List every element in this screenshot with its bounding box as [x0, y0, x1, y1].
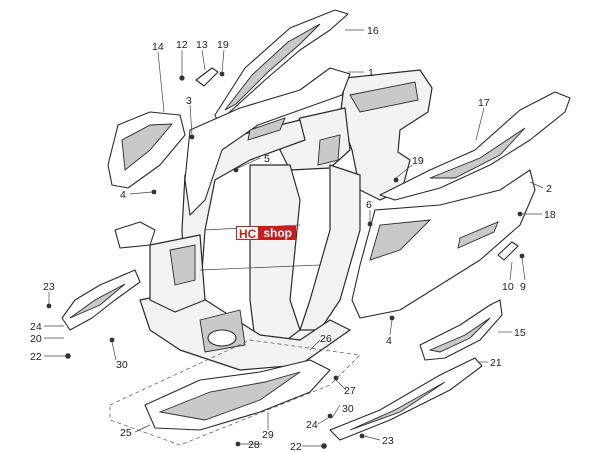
- part-14-shading: [121, 123, 174, 171]
- part-17-shading: [429, 127, 526, 179]
- nut-22b-icon: [321, 443, 327, 449]
- callout-labels: 1 2 3 4 4 5 6 9 10 12 13 14 15 16 17 18 …: [30, 25, 556, 452]
- callout-4-right: 4: [386, 335, 392, 347]
- callout-29: 29: [262, 429, 274, 441]
- screw-30a-icon: [109, 337, 115, 343]
- screw-28-icon: [235, 441, 241, 447]
- part-20-shading: [69, 283, 126, 319]
- screw-23a-icon: [46, 303, 52, 309]
- part-2-shading: [369, 219, 432, 261]
- callout-5: 5: [264, 153, 270, 165]
- callout-21: 21: [490, 357, 502, 369]
- callout-23-left: 23: [43, 281, 55, 293]
- screw-6-icon: [367, 221, 373, 227]
- part-25-shading: [158, 371, 301, 421]
- part-25-group-outline: [109, 339, 361, 446]
- callout-19-top: 19: [217, 39, 229, 51]
- screw-9-icon: [519, 253, 525, 259]
- callout-10: 10: [502, 281, 514, 293]
- callout-22-left: 22: [30, 351, 42, 363]
- screw-18-icon: [517, 211, 523, 217]
- callout-22-bottom: 22: [290, 441, 302, 452]
- screw-19b-icon: [393, 177, 399, 183]
- part-13-clip-plate: [195, 67, 219, 87]
- left-lower-bracket: [114, 221, 156, 249]
- callout-25: 25: [120, 427, 132, 439]
- callout-17: 17: [478, 97, 490, 109]
- callout-3: 3: [186, 95, 192, 107]
- part-15-rear-lower-cover: [419, 299, 503, 361]
- logo-suffix: shop: [259, 226, 297, 240]
- callout-2: 2: [546, 183, 552, 195]
- callout-9: 9: [520, 281, 526, 293]
- callout-12: 12: [176, 39, 188, 51]
- callout-16: 16: [367, 25, 379, 37]
- hc-shop-logo: HC shop: [236, 226, 297, 241]
- callout-14: 14: [152, 41, 164, 53]
- part-16-shading: [224, 23, 321, 111]
- screw-5-icon: [233, 167, 239, 173]
- screw-4b-icon: [389, 315, 395, 321]
- callout-23-bottom: 23: [382, 435, 394, 447]
- part-21-footrest-strip: [329, 357, 483, 441]
- screw-23b-icon: [359, 433, 365, 439]
- callout-1: 1: [368, 67, 374, 79]
- screw-3-icon: [189, 134, 195, 140]
- fasteners: [46, 71, 525, 449]
- callout-28: 28: [248, 439, 260, 451]
- callout-30-bottom: 30: [342, 403, 354, 415]
- screw-4a-icon: [151, 189, 157, 195]
- callout-leaders: [44, 29, 544, 447]
- part-10-clip-plate: [497, 241, 519, 261]
- callout-24-bottom: 24: [306, 419, 318, 431]
- screw-30b-icon: [327, 413, 333, 419]
- callout-13: 13: [196, 39, 208, 51]
- part-17-rear-side-panel: [379, 91, 571, 201]
- callout-4-left: 4: [120, 189, 126, 201]
- part-15-shading: [428, 317, 491, 353]
- callout-19-right: 19: [412, 155, 424, 167]
- callout-24-left: 24: [30, 321, 42, 333]
- callout-30-left: 30: [116, 359, 128, 371]
- screw-19a-icon: [219, 71, 225, 77]
- part-2-body-side-panel: [351, 169, 536, 319]
- part-1-slot: [247, 117, 286, 141]
- callout-15: 15: [514, 327, 526, 339]
- screw-12-icon: [179, 75, 185, 81]
- callout-18: 18: [544, 209, 556, 221]
- part-1-center-cover: [184, 67, 351, 216]
- nut-22a-icon: [65, 353, 71, 359]
- callout-20: 20: [30, 333, 42, 345]
- callout-27: 27: [344, 385, 356, 397]
- logo-brand: HC: [236, 226, 260, 241]
- callout-6: 6: [366, 199, 372, 211]
- callout-26: 26: [320, 333, 332, 345]
- part-21-shading: [349, 381, 446, 431]
- screw-27-icon: [333, 375, 339, 381]
- part-2-vent: [457, 221, 499, 249]
